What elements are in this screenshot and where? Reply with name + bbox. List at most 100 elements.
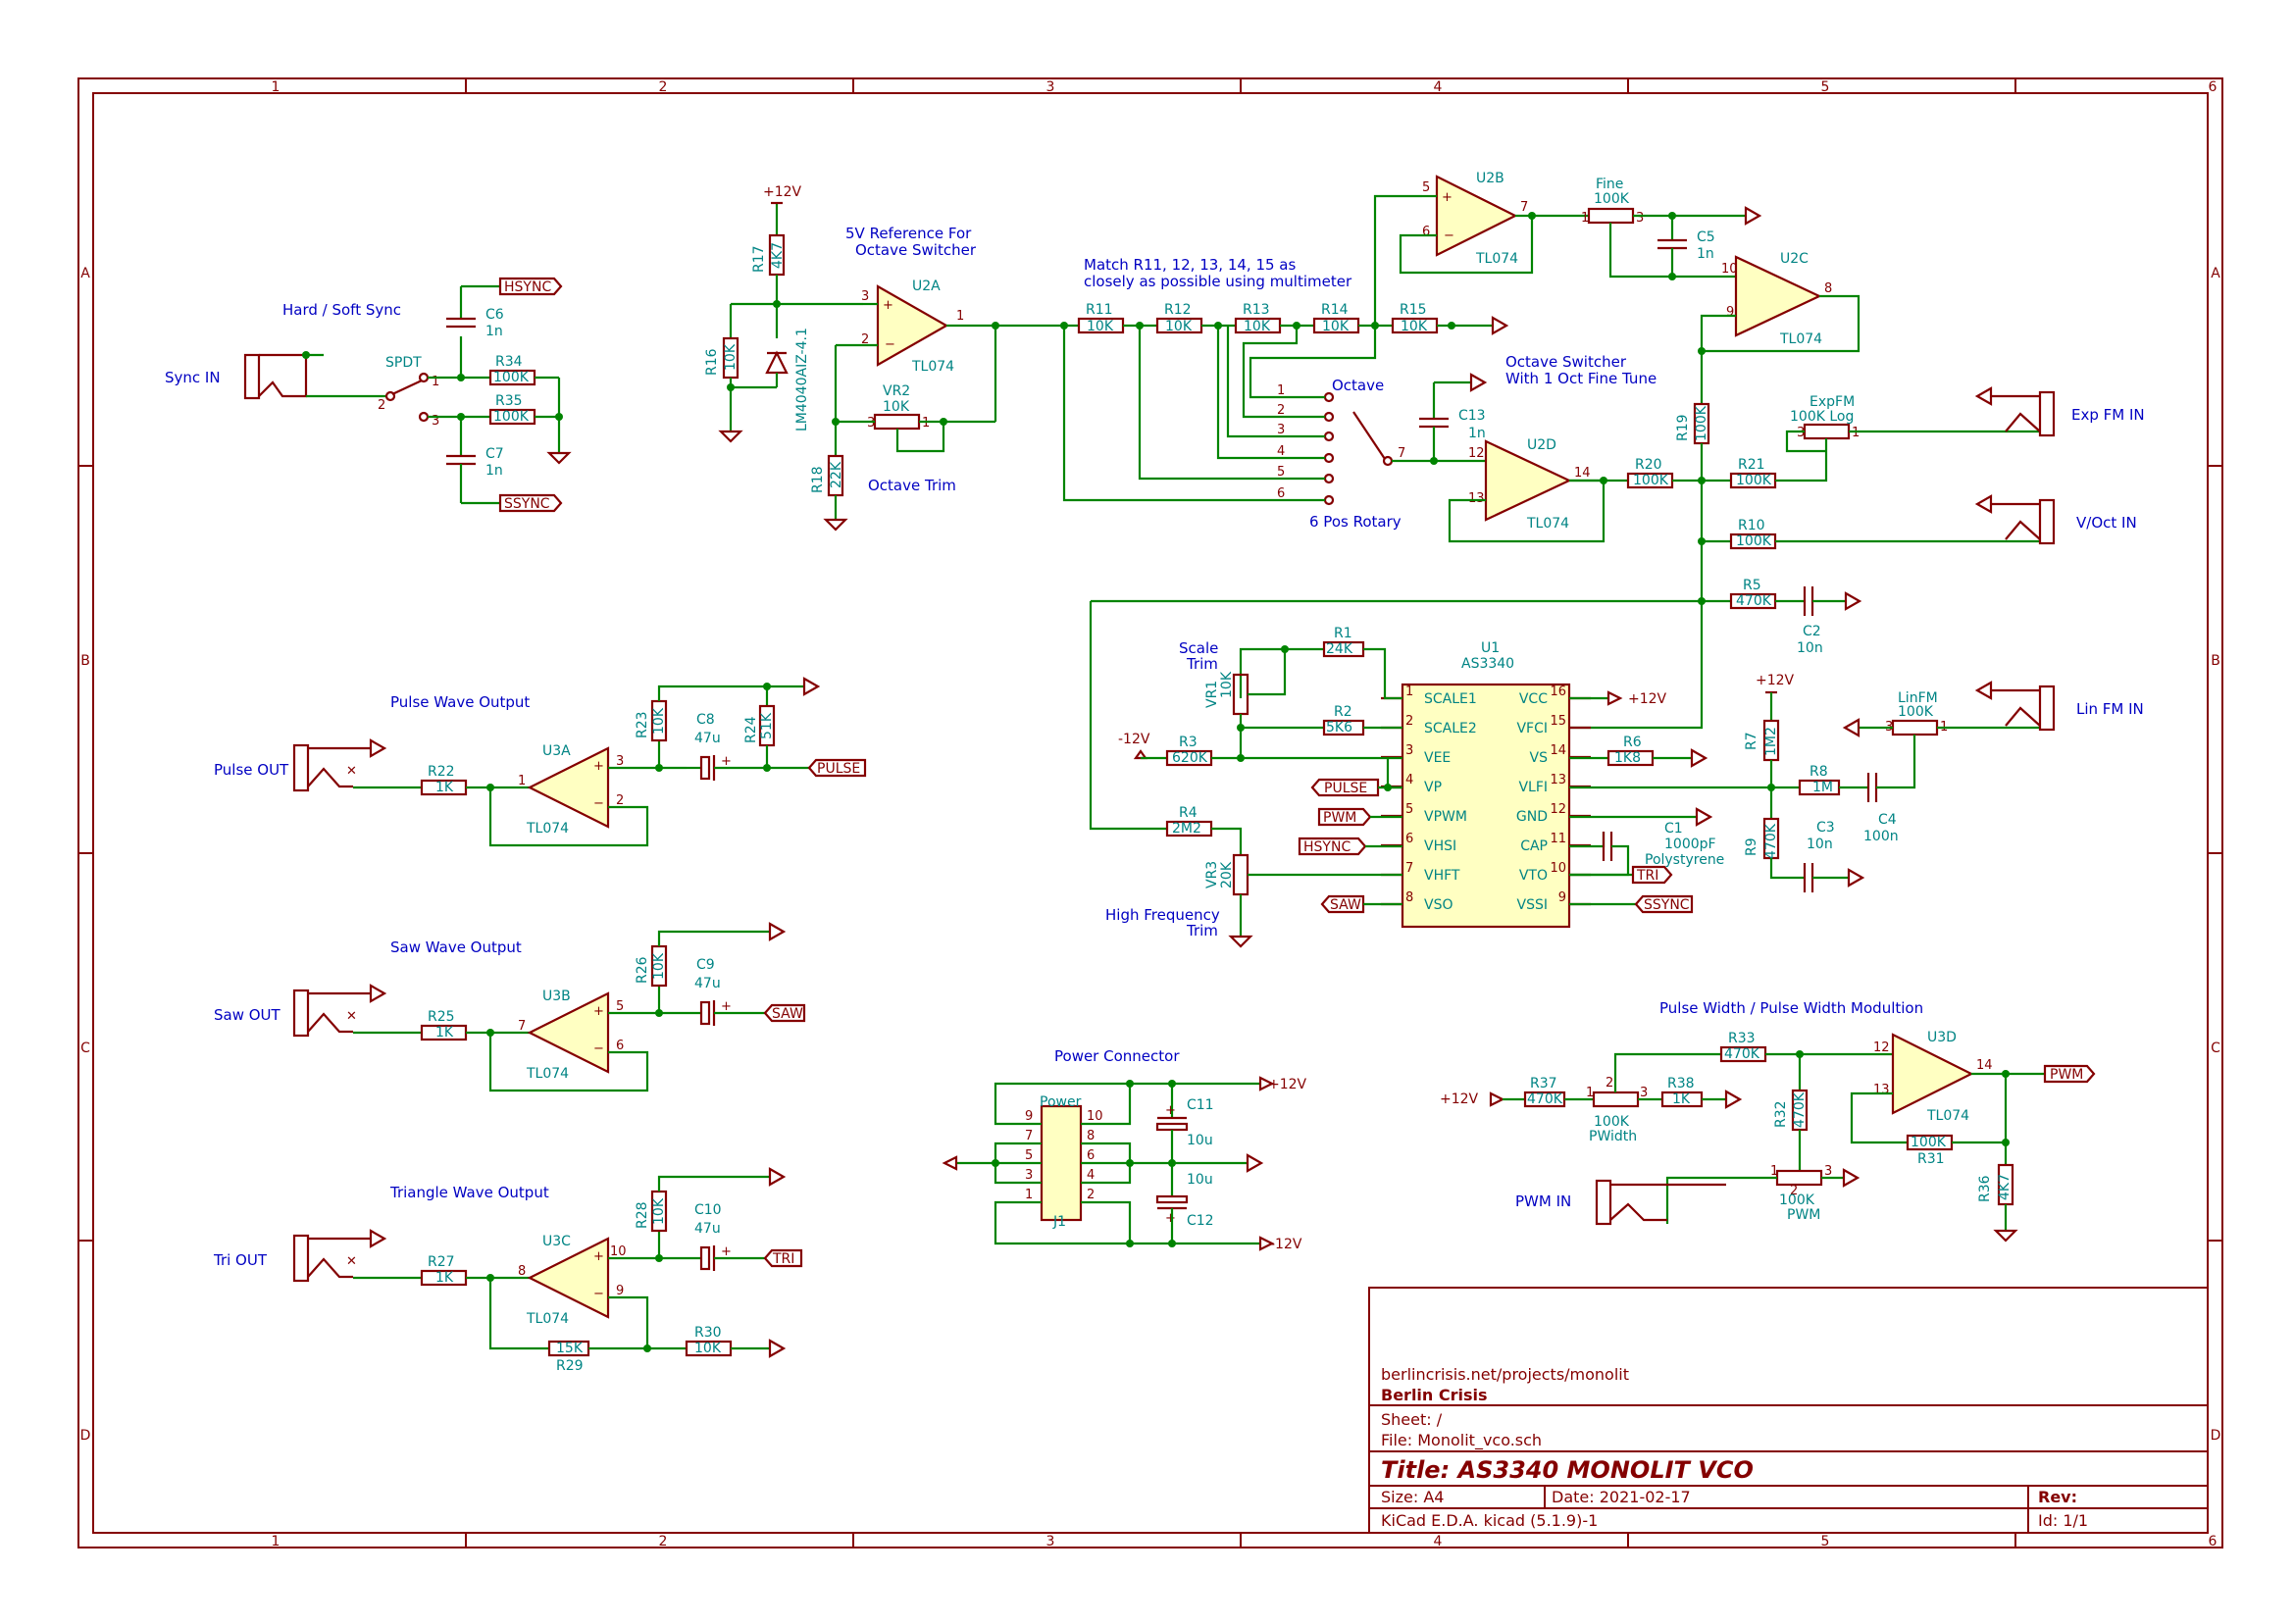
svg-text:470K: 470K xyxy=(1736,593,1772,609)
as3340-pin-name: VCC xyxy=(1519,691,1548,707)
svg-text:+: + xyxy=(593,1004,604,1019)
pulse-out-jack[interactable]: ✕ xyxy=(292,738,387,792)
svg-text:C12: C12 xyxy=(1187,1213,1214,1229)
sync-in-jack[interactable] xyxy=(243,353,308,400)
svg-text:R6: R6 xyxy=(1623,735,1642,750)
svg-text:C2: C2 xyxy=(1803,624,1821,639)
svg-text:470K: 470K xyxy=(1724,1046,1760,1062)
svg-text:R1: R1 xyxy=(1334,626,1352,641)
lin-fm-jack[interactable] xyxy=(1974,681,2056,732)
svg-text:2: 2 xyxy=(1790,1184,1798,1198)
jack-label-pulse-out: Pulse OUT xyxy=(214,761,289,779)
svg-text:+: + xyxy=(1165,1211,1176,1226)
svg-text:10K: 10K xyxy=(1401,319,1428,334)
svg-text:9: 9 xyxy=(616,1284,624,1298)
svg-text:C9: C9 xyxy=(696,957,715,973)
svg-text:20K: 20K xyxy=(1219,861,1235,888)
as3340-ref: U1 xyxy=(1481,640,1500,656)
svg-text:13: 13 xyxy=(1468,491,1485,506)
as3340-pin-name: VTO xyxy=(1519,868,1548,884)
svg-text:470K: 470K xyxy=(1527,1091,1563,1107)
svg-text:8: 8 xyxy=(1087,1129,1095,1143)
as3340-pin-number: 15 xyxy=(1550,714,1566,729)
svg-text:C13: C13 xyxy=(1458,408,1486,424)
svg-text:100K: 100K xyxy=(1779,1193,1815,1208)
svg-text:U2D: U2D xyxy=(1527,437,1556,453)
svg-text:2: 2 xyxy=(1606,1076,1613,1091)
col-2-top: 2 xyxy=(659,79,668,95)
as3340-pin-number: 10 xyxy=(1550,861,1566,876)
label-pulse-out: PULSE xyxy=(807,758,867,778)
svg-text:10n: 10n xyxy=(1797,640,1823,656)
svg-text:C3: C3 xyxy=(1816,820,1835,836)
svg-text:15K: 15K xyxy=(556,1341,584,1356)
svg-text:TRI: TRI xyxy=(1636,868,1658,884)
op-amp-u2b: +− U2B TL074 567 xyxy=(1422,171,1528,267)
svg-text:4K7: 4K7 xyxy=(770,242,786,269)
sync-section: Hard / Soft Sync Sync IN SPDT 213 C6 1n … xyxy=(165,277,572,513)
svg-text:10: 10 xyxy=(610,1244,627,1259)
title-block: berlincrisis.net/projects/monolit Berlin… xyxy=(1368,1287,2209,1534)
lm4040-value: LM4040AIZ-4.1 xyxy=(794,328,810,431)
svg-text:10K: 10K xyxy=(651,1197,667,1225)
tri-out-jack[interactable]: ✕ xyxy=(292,1229,387,1283)
as3340-pin-name: VSSI xyxy=(1517,897,1548,913)
tb-tool: KiCad E.D.A. kicad (5.1.9)-1 xyxy=(1381,1511,1598,1530)
vref-p12: +12V xyxy=(763,184,802,200)
svg-text:TL074: TL074 xyxy=(1526,516,1569,532)
voct-jack[interactable] xyxy=(1974,494,2056,545)
svg-text:R30: R30 xyxy=(694,1325,722,1341)
saw-out-jack[interactable]: ✕ xyxy=(292,984,387,1038)
power-m12-conn: -12V xyxy=(1270,1237,1302,1252)
as3340-pin-name: VLFI xyxy=(1518,780,1548,795)
row-d-left: D xyxy=(80,1428,91,1444)
spdt-switch[interactable] xyxy=(384,372,430,423)
svg-text:TL074: TL074 xyxy=(526,1066,569,1082)
svg-text:TL074: TL074 xyxy=(526,1311,569,1327)
tb-size: Size: A4 xyxy=(1381,1488,1444,1506)
as3340-pin-number: 16 xyxy=(1550,685,1566,699)
col-3-top: 3 xyxy=(1046,79,1055,95)
label-ssync-sync: SSYNC xyxy=(498,493,563,513)
as3340-pin-number: 5 xyxy=(1405,802,1413,817)
tb-rev: Rev: xyxy=(2038,1488,2077,1506)
octave-rotary-switch[interactable] xyxy=(1323,391,1394,506)
svg-text:+: + xyxy=(721,1244,732,1259)
svg-text:47u: 47u xyxy=(694,731,721,746)
svg-text:6: 6 xyxy=(1422,225,1430,239)
as3340-pin-name: VSO xyxy=(1424,897,1453,913)
svg-text:R5: R5 xyxy=(1743,578,1761,593)
exp-fm-jack[interactable] xyxy=(1974,386,2056,437)
svg-text:1K: 1K xyxy=(435,1270,454,1286)
as3340-pin-name: VP xyxy=(1424,780,1442,795)
svg-text:3: 3 xyxy=(1797,426,1805,440)
svg-text:R27: R27 xyxy=(428,1254,455,1270)
power-m12-left: -12V xyxy=(1118,732,1150,747)
note-scale-trim2: Trim xyxy=(1186,655,1218,673)
svg-text:3: 3 xyxy=(867,416,875,431)
row-c-right: C xyxy=(2211,1040,2220,1056)
col-5-bottom: 5 xyxy=(1821,1534,1830,1549)
svg-text:22K: 22K xyxy=(829,461,844,488)
svg-text:8: 8 xyxy=(1824,281,1832,296)
svg-text:R9: R9 xyxy=(1744,837,1759,856)
op-amp-u2a: +− U2A TL074 321 xyxy=(861,279,964,375)
svg-text:3: 3 xyxy=(1824,1164,1832,1179)
c7-value: 1n xyxy=(485,463,503,479)
svg-text:12: 12 xyxy=(1873,1040,1890,1055)
svg-text:SAW: SAW xyxy=(772,1006,803,1022)
col-2-bottom: 2 xyxy=(659,1534,668,1549)
note-octave-trim: Octave Trim xyxy=(868,477,956,494)
note-power-conn: Power Connector xyxy=(1054,1047,1180,1065)
svg-text:−: − xyxy=(1444,228,1454,243)
svg-text:R13: R13 xyxy=(1243,302,1270,318)
svg-text:1: 1 xyxy=(1025,1188,1033,1202)
svg-text:PWM: PWM xyxy=(1787,1207,1820,1223)
pwm-in-jack[interactable] xyxy=(1595,1179,1726,1226)
svg-text:Fine: Fine xyxy=(1596,177,1623,192)
svg-text:PULSE: PULSE xyxy=(817,761,860,777)
power-p12-pwm: +12V xyxy=(1440,1091,1479,1107)
svg-text:5: 5 xyxy=(1025,1148,1033,1163)
